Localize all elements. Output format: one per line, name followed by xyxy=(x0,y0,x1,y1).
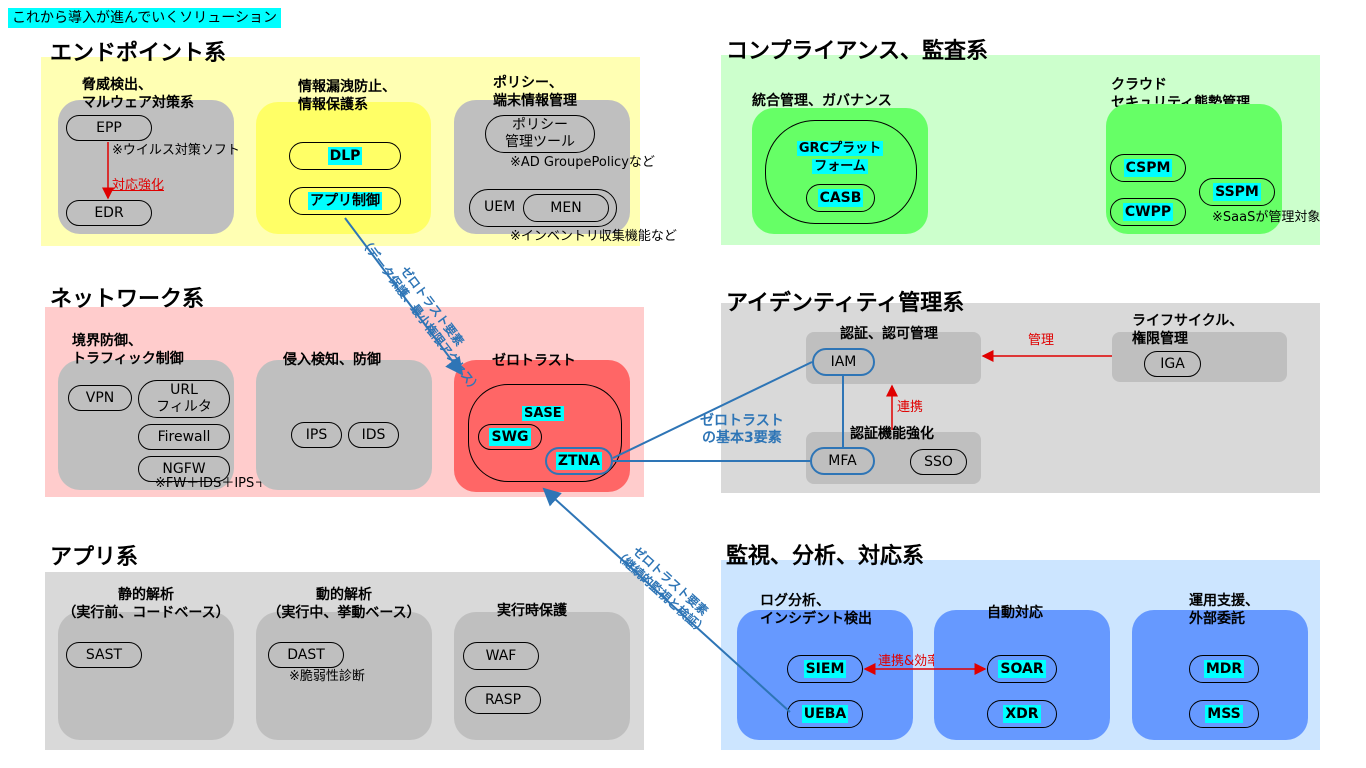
runtime-box xyxy=(454,612,630,740)
mfa-pill: MFA xyxy=(810,447,875,475)
app-title: アプリ系 xyxy=(50,545,139,570)
intrusion-box xyxy=(256,360,432,490)
manage-label: 管理 xyxy=(1028,333,1055,348)
edr-pill: EDR xyxy=(66,200,152,226)
siem-pill: SIEM xyxy=(787,655,863,683)
grc-label: GRCプラットフォーム xyxy=(796,141,884,174)
sase-container xyxy=(468,384,622,482)
vpn-pill: VPN xyxy=(68,385,132,411)
ids-pill: IDS xyxy=(348,422,399,448)
top-label: これから導入が進んでいくソリューション xyxy=(8,8,282,28)
xdr-pill: XDR xyxy=(987,700,1057,728)
grc-container xyxy=(765,120,917,224)
sspm-pill: SSPM xyxy=(1199,178,1275,206)
men-pill: MEN xyxy=(523,194,609,222)
app-control-pill: アプリ制御 xyxy=(289,187,401,215)
iam-pill: IAM xyxy=(812,348,875,376)
upgrade-label: 対応強化 xyxy=(112,178,165,193)
zerotrust-title: ゼロトラスト xyxy=(492,353,576,369)
firewall-pill: Firewall xyxy=(138,424,230,450)
epp-note: ※ウイルス対策ソフト xyxy=(112,143,240,158)
dlp-pill: DLP xyxy=(289,142,401,170)
saas-note: ※SaaSが管理対象 xyxy=(1212,210,1321,225)
rasp-pill: RASP xyxy=(465,686,541,714)
inventory-note: ※インベントリ収集機能など xyxy=(510,229,677,244)
epp-pill: EPP xyxy=(66,115,152,141)
runtime-title: 実行時保護 xyxy=(497,603,567,619)
compliance-title: コンプライアンス、監査系 xyxy=(726,39,989,64)
policy-title: ポリシー、端末情報管理 xyxy=(493,75,577,109)
sso-pill: SSO xyxy=(910,449,967,475)
ad-note: ※AD GroupePolicyなど xyxy=(510,155,655,170)
auto-title: 自動対応 xyxy=(987,605,1043,621)
intrusion-title: 侵入検知、防御 xyxy=(283,352,381,368)
static-box xyxy=(58,612,234,740)
dlp-zt-arrow xyxy=(344,217,464,376)
sase-label: SASE xyxy=(522,406,564,421)
zt3-label: ゼロトラストの基本3要素 xyxy=(700,413,784,446)
link-label: 連携 xyxy=(897,400,924,415)
iga-pill: IGA xyxy=(1144,351,1201,377)
governance-title: 統合管理、ガバナンス xyxy=(752,93,892,109)
waf-pill: WAF xyxy=(463,642,539,670)
auth-title: 認証、認可管理 xyxy=(840,326,938,342)
ztna-iam-line xyxy=(612,361,813,459)
vuln-note: ※脆弱性診断 xyxy=(289,669,365,684)
ztna-pill: ZTNA xyxy=(545,447,613,475)
policy-tool-pill: ポリシー管理ツール xyxy=(485,115,595,153)
endpoint-title: エンドポイント系 xyxy=(50,41,227,66)
swg-pill: SWG xyxy=(478,424,542,450)
mdr-pill: MDR xyxy=(1189,655,1259,683)
casb-pill: CASB xyxy=(806,184,875,212)
lifecycle-title: ライフサイクル、権限管理 xyxy=(1132,313,1244,347)
threat-title: 脅威検出、マルウェア対策系 xyxy=(82,77,194,111)
boundary-title: 境界防御、トラフィック制御 xyxy=(72,333,184,367)
ops-title: 運用支援、外部委託 xyxy=(1189,593,1259,627)
ips-pill: IPS xyxy=(291,422,342,448)
network-title: ネットワーク系 xyxy=(50,287,205,312)
dynamic-title: 動的解析（実行中、挙動ベース） xyxy=(267,587,421,621)
soar-pill: SOAR xyxy=(987,655,1057,683)
log-title: ログ分析、インシデント検出 xyxy=(760,593,872,627)
monitor-title: 監視、分析、対応系 xyxy=(726,544,925,569)
dast-pill: DAST xyxy=(268,642,344,668)
ueba-zt-arrow xyxy=(542,487,791,713)
cwpp-pill: CWPP xyxy=(1110,198,1186,226)
cspm-pill: CSPM xyxy=(1110,154,1186,182)
ueba-pill: UEBA xyxy=(787,700,863,728)
mss-pill: MSS xyxy=(1189,700,1259,728)
ngfw-pill: NGFW xyxy=(138,456,230,482)
sast-pill: SAST xyxy=(66,642,142,668)
dlp-box xyxy=(256,102,431,234)
ngfw-note: ※FW＋IDS＋IPS＋α xyxy=(155,476,276,491)
uem-label: UEM xyxy=(484,199,516,215)
static-title: 静的解析（実行前、コードベース） xyxy=(62,587,230,621)
dynamic-box xyxy=(256,612,432,740)
uem-pill xyxy=(469,189,617,227)
auth-strong-title: 認証機能強化 xyxy=(850,426,934,442)
identity-title: アイデンティティ管理系 xyxy=(726,291,965,316)
dlp-title: 情報漏洩防止、情報保護系 xyxy=(298,79,396,113)
